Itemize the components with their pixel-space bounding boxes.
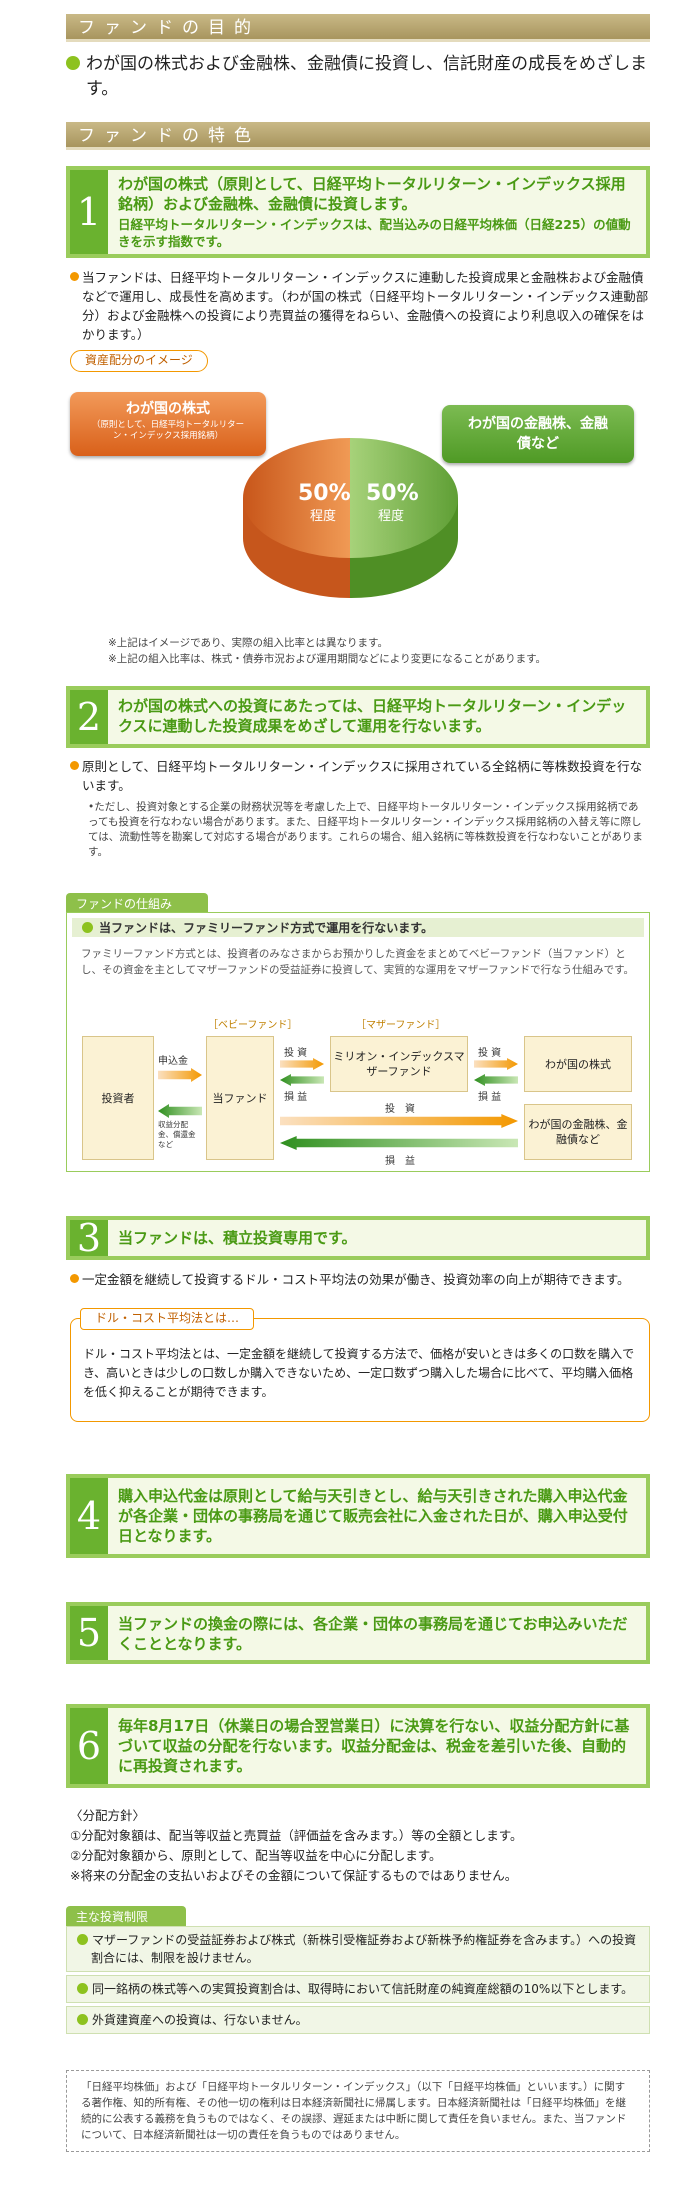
arrow-left-icon	[158, 1104, 202, 1118]
stocks-box: わが国の株式	[524, 1036, 632, 1092]
feature-5: 5 当ファンドの換金の際には、各企業・団体の事務局を通じてお申込みいただくことと…	[66, 1602, 650, 1664]
bullet-icon	[77, 1934, 88, 1945]
feature-3-para: 一定金額を継続して投資するドル・コスト平均法の効果が働き、投資効率の向上が期待で…	[70, 1270, 650, 1289]
bullet-icon	[82, 922, 93, 933]
alloc-right-box: わが国の金融株、金融債など	[442, 405, 634, 463]
feature-2-para: 原則として、日経平均トータルリターン・インデックスに採用されている全銘柄に等株数…	[70, 757, 650, 795]
investor-box: 投資者	[82, 1036, 154, 1160]
this-fund-box: 当ファンド	[206, 1036, 274, 1160]
limit-row: 同一銘柄の株式等への実質投資割合は、取得時において信託財産の純資産総額の10%以…	[66, 1975, 650, 2003]
bullet-icon	[77, 2014, 88, 2025]
baby-label: ［ベビーファンド］	[208, 1020, 298, 1031]
purpose-text: わが国の株式および金融株、金融債に投資し、信託財産の成長をめざします。	[66, 52, 656, 102]
feature-number: 2	[70, 690, 108, 744]
alloc-note-1: ※上記はイメージであり、実際の組入比率とは異なります。	[108, 637, 389, 649]
pie-slice-right	[350, 437, 458, 559]
dist-policy: 〈分配方針〉 ①分配対象額は、配当等収益と売買益（評価益を含みます。）等の全額と…	[70, 1806, 650, 1886]
feature-number: 3	[70, 1216, 108, 1260]
alloc-left-box: わが国の株式 （原則として、日経平均トータルリターン・インデックス採用銘柄）	[70, 392, 266, 456]
alloc-note-2: ※上記の組入比率は、株式・債券市況および運用期間などにより変更になることがありま…	[108, 653, 547, 665]
feature-2-note: •ただし、投資対象とする企業の財務状況等を考慮した上で、日経平均トータルリターン…	[88, 801, 643, 858]
feature-title: わが国の株式（原則として、日経平均トータルリターン・インデックス採用銘柄）および…	[118, 175, 626, 213]
arrow-right-icon	[158, 1068, 202, 1082]
feature-6: 6 毎年8月17日（休業日の場合翌営業日）に決算を行ない、収益分配方針に基づいて…	[66, 1704, 650, 1788]
feature-number: 1	[70, 170, 108, 254]
feature-title: 当ファンドは、積立投資専用です。	[118, 1229, 357, 1247]
limits-title: 主な投資制限	[66, 1906, 186, 1926]
limit-row: 外貨建資産への投資は、行ないません。	[66, 2006, 650, 2034]
bullet-icon	[70, 1274, 79, 1283]
arrow-left-icon	[280, 1074, 324, 1086]
bullet-icon	[70, 761, 79, 770]
dist-line-1: ①分配対象額は、配当等収益と売買益（評価益を含みます。）等の全額とします。	[70, 1828, 523, 1843]
apply-label: 申込金	[158, 1056, 188, 1067]
pl-label: 損 益	[284, 1092, 308, 1103]
feature-4: 4 購入申込代金は原則として給与天引きとし、給与天引きされた購入申込代金が各企業…	[66, 1474, 650, 1558]
pl3-label: 損 益	[385, 1156, 415, 1167]
bullet-icon	[66, 56, 80, 70]
feature-subtitle: 日経平均トータルリターン・インデックスは、配当込みの日経平均株価（日経225）の…	[118, 217, 631, 249]
disclaimer: 「日経平均株価」および「日経平均トータルリターン・インデックス」（以下「日経平均…	[66, 2070, 650, 2152]
ff-head: 当ファンドは、ファミリーファンド方式で運用を行ないます。	[72, 918, 644, 937]
mother-fund-box: ミリオン・インデックスマザーファンド	[330, 1036, 468, 1092]
fin-box: わが国の金融株、金融債など	[524, 1104, 632, 1160]
arrow-right-long-icon	[280, 1114, 518, 1128]
feature-title: 毎年8月17日（休業日の場合翌営業日）に決算を行ない、収益分配方針に基づいて収益…	[118, 1717, 630, 1775]
alloc-left-title: わが国の株式	[126, 401, 210, 417]
arrow-right-icon	[280, 1058, 324, 1070]
feature-title: わが国の株式への投資にあたっては、日経平均トータルリターン・インデックスに連動し…	[118, 697, 627, 735]
alloc-left-sub: （原則として、日経平均トータルリターン・インデックス採用銘柄）	[91, 420, 245, 441]
pie-label-right-pct: 50%	[366, 481, 419, 506]
bullet-icon	[70, 272, 79, 281]
dist-label: 収益分配金、償還金 など	[158, 1120, 196, 1149]
purpose-header: ファンドの目的	[66, 14, 650, 42]
bullet-icon	[77, 1983, 88, 1994]
feature-title: 当ファンドの換金の際には、各企業・団体の事務局を通じてお申込みいただくこととなり…	[118, 1615, 628, 1653]
feature-number: 5	[70, 1606, 108, 1660]
arrow-right-icon	[474, 1058, 518, 1070]
invest3-label: 投 資	[385, 1104, 415, 1115]
feature-number: 6	[70, 1708, 108, 1784]
pie-label-left-approx: 程度	[310, 508, 336, 524]
ff-desc: ファミリーファンド方式とは、投資者のみなさまからお預かりした資金をまとめてベビー…	[81, 948, 635, 976]
arrow-left-long-icon	[280, 1136, 518, 1150]
dca-text: ドル・コスト平均法とは、一定金額を継続して投資する方法で、価格が安いときは多くの…	[83, 1347, 635, 1399]
limit-row: マザーファンドの受益証券および株式（新株引受権証券および新株予約権証券を含みます…	[66, 1926, 650, 1972]
mother-label: ［マザーファンド］	[356, 1020, 446, 1031]
alloc-label: 資産配分のイメージ	[70, 350, 208, 372]
dist-line-3: ※将来の分配金の支払いおよびその金額について保証するものではありません。	[70, 1868, 518, 1883]
dist-head: 〈分配方針〉	[70, 1808, 146, 1823]
invest2-label: 投 資	[478, 1048, 502, 1059]
features-header: ファンドの特色	[66, 122, 650, 150]
pie-label-right-approx: 程度	[378, 508, 404, 524]
feature-2: 2 わが国の株式への投資にあたっては、日経平均トータルリターン・インデックスに連…	[66, 686, 650, 748]
invest-label: 投 資	[284, 1048, 308, 1059]
pie-slice-left	[243, 438, 350, 558]
pl2-label: 損 益	[478, 1092, 502, 1103]
feature-title: 購入申込代金は原則として給与天引きとし、給与天引きされた購入申込代金が各企業・団…	[118, 1487, 628, 1545]
feature-3: 3 当ファンドは、積立投資専用です。	[66, 1216, 650, 1260]
ff-box: 当ファンドは、ファミリーファンド方式で運用を行ないます。 ファミリーファンド方式…	[66, 912, 650, 1172]
limits-list: マザーファンドの受益証券および株式（新株引受権証券および新株予約権証券を含みます…	[66, 1926, 650, 2037]
arrow-left-icon	[474, 1074, 518, 1086]
dist-line-2: ②分配対象額から、原則として、配当等収益を中心に分配します。	[70, 1848, 442, 1863]
feature-1-para: 当ファンドは、日経平均トータルリターン・インデックスに連動した投資成果と金融株お…	[70, 268, 650, 344]
dca-box: ドル・コスト平均法とは、一定金額を継続して投資する方法で、価格が安いときは多くの…	[70, 1318, 650, 1422]
dca-label: ドル・コスト平均法とは…	[80, 1308, 255, 1330]
allocation-pie: 50% 程度 50% 程度	[243, 437, 458, 599]
ff-title: ファンドの仕組み	[66, 893, 208, 913]
pie-label-left-pct: 50%	[298, 481, 351, 506]
feature-number: 4	[70, 1478, 108, 1554]
feature-1: 1 わが国の株式（原則として、日経平均トータルリターン・インデックス採用銘柄）お…	[66, 166, 650, 258]
